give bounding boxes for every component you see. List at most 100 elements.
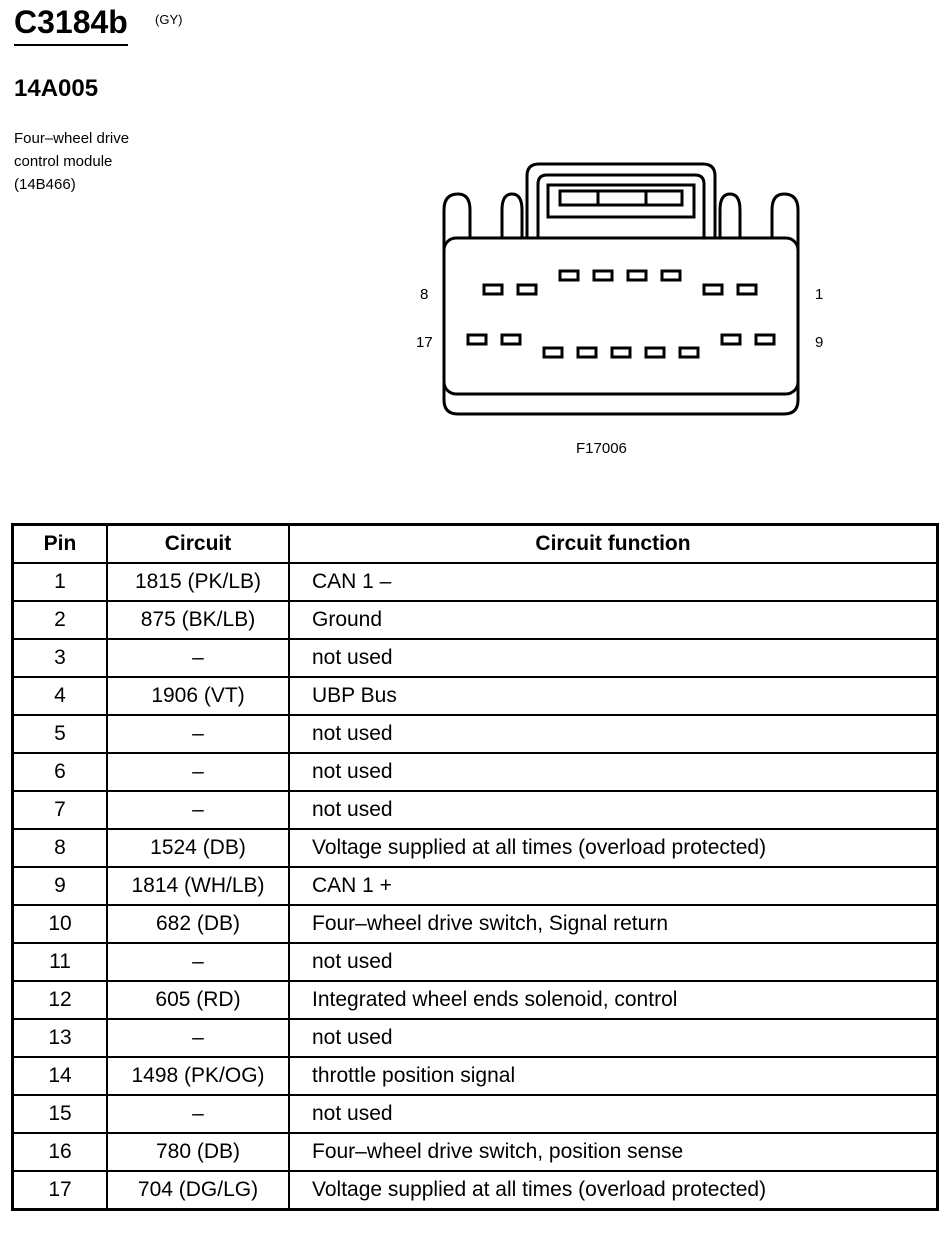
- pin-cell: 15: [11, 1094, 108, 1134]
- figure-label: F17006: [576, 440, 627, 457]
- function-cell: not used: [288, 714, 939, 754]
- cavity-pin-16: [500, 333, 522, 346]
- table-header-row: Pin Circuit Circuit function: [11, 523, 939, 564]
- lock-tab: [546, 183, 696, 219]
- circuit-cell: –: [106, 1018, 290, 1058]
- table-row: 7–not used: [11, 790, 939, 830]
- circuit-cell: –: [106, 752, 290, 792]
- cavity-pin-6: [558, 269, 580, 282]
- circuit-cell: –: [106, 1094, 290, 1134]
- function-cell: Integrated wheel ends solenoid, control: [288, 980, 939, 1020]
- circuit-cell: 1498 (PK/OG): [106, 1056, 290, 1096]
- connector-id: C3184b: [14, 2, 128, 46]
- cavity-pin-17: [466, 333, 488, 346]
- table-row: 5–not used: [11, 714, 939, 754]
- lock-housing-outer: [525, 162, 717, 238]
- description-line: control module: [14, 153, 113, 170]
- circuit-cell: 605 (RD): [106, 980, 290, 1020]
- pin-cell: 11: [11, 942, 108, 982]
- function-cell: not used: [288, 638, 939, 678]
- pin-label-1: 1: [815, 286, 824, 303]
- pin-label-8: 8: [420, 286, 429, 303]
- pin-label-9: 9: [815, 334, 824, 351]
- cavity-pin-9: [754, 333, 776, 346]
- function-cell: Ground: [288, 600, 939, 640]
- function-cell: not used: [288, 1094, 939, 1134]
- pin-cell: 10: [11, 904, 108, 944]
- cavity-pin-12: [644, 346, 666, 359]
- column-header-pin: Pin: [11, 523, 108, 564]
- right-outer-latch: [770, 192, 800, 238]
- function-cell: not used: [288, 752, 939, 792]
- cavity-pin-7: [516, 283, 538, 296]
- pin-cell: 13: [11, 1018, 108, 1058]
- cavity-pin-1: [736, 283, 758, 296]
- cavity-pin-5: [592, 269, 614, 282]
- pin-cell: 9: [11, 866, 108, 906]
- cavity-pin-2: [702, 283, 724, 296]
- column-header-circuit: Circuit: [106, 523, 290, 564]
- pin-cell: 1: [11, 562, 108, 602]
- pin-cell: 14: [11, 1056, 108, 1096]
- pin-label-17: 17: [416, 334, 433, 351]
- circuit-cell: 780 (DB): [106, 1132, 290, 1172]
- description-line: Four–wheel drive: [14, 130, 130, 147]
- circuit-cell: –: [106, 714, 290, 754]
- circuit-cell: –: [106, 638, 290, 678]
- cavity-pin-4: [626, 269, 648, 282]
- color-code: (GY): [155, 12, 183, 27]
- pin-cell: 5: [11, 714, 108, 754]
- table-row: 15–not used: [11, 1094, 939, 1134]
- function-cell: Four–wheel drive switch, Signal return: [288, 904, 939, 944]
- column-header-function: Circuit function: [288, 523, 939, 564]
- description-line: (14B466): [14, 176, 76, 193]
- connector-face: [442, 236, 800, 396]
- part-number: 14A005: [14, 75, 99, 102]
- cavity-pin-13: [610, 346, 632, 359]
- pin-cell: 6: [11, 752, 108, 792]
- circuit-cell: 1524 (DB): [106, 828, 290, 868]
- circuit-cell: –: [106, 942, 290, 982]
- table-row: 3–not used: [11, 638, 939, 678]
- circuit-cell: 875 (BK/LB): [106, 600, 290, 640]
- circuit-cell: 682 (DB): [106, 904, 290, 944]
- pin-cell: 4: [11, 676, 108, 716]
- left-outer-latch: [442, 192, 472, 238]
- function-cell: not used: [288, 1018, 939, 1058]
- function-cell: UBP Bus: [288, 676, 939, 716]
- left-inner-latch: [500, 192, 524, 238]
- function-cell: not used: [288, 942, 939, 982]
- lock-slot: [558, 189, 684, 207]
- function-cell: CAN 1 –: [288, 562, 939, 602]
- table-row: 6–not used: [11, 752, 939, 792]
- component-description: Four–wheel drive control module (14B466): [14, 127, 129, 196]
- circuit-cell: 1906 (VT): [106, 676, 290, 716]
- cavity-pin-14: [576, 346, 598, 359]
- circuit-cell: 1815 (PK/LB): [106, 562, 290, 602]
- function-cell: CAN 1 +: [288, 866, 939, 906]
- connector-face-diagram: [442, 162, 800, 416]
- pin-cell: 2: [11, 600, 108, 640]
- function-cell: Four–wheel drive switch, position sense: [288, 1132, 939, 1172]
- lock-housing-inner: [536, 173, 706, 238]
- circuit-cell: 1814 (WH/LB): [106, 866, 290, 906]
- circuit-cell: –: [106, 790, 290, 830]
- cavity-pin-3: [660, 269, 682, 282]
- pin-cell: 16: [11, 1132, 108, 1172]
- function-cell: not used: [288, 790, 939, 830]
- cavity-pin-8: [482, 283, 504, 296]
- connector-outer-body: [442, 238, 800, 416]
- circuit-cell: 704 (DG/LG): [106, 1170, 290, 1211]
